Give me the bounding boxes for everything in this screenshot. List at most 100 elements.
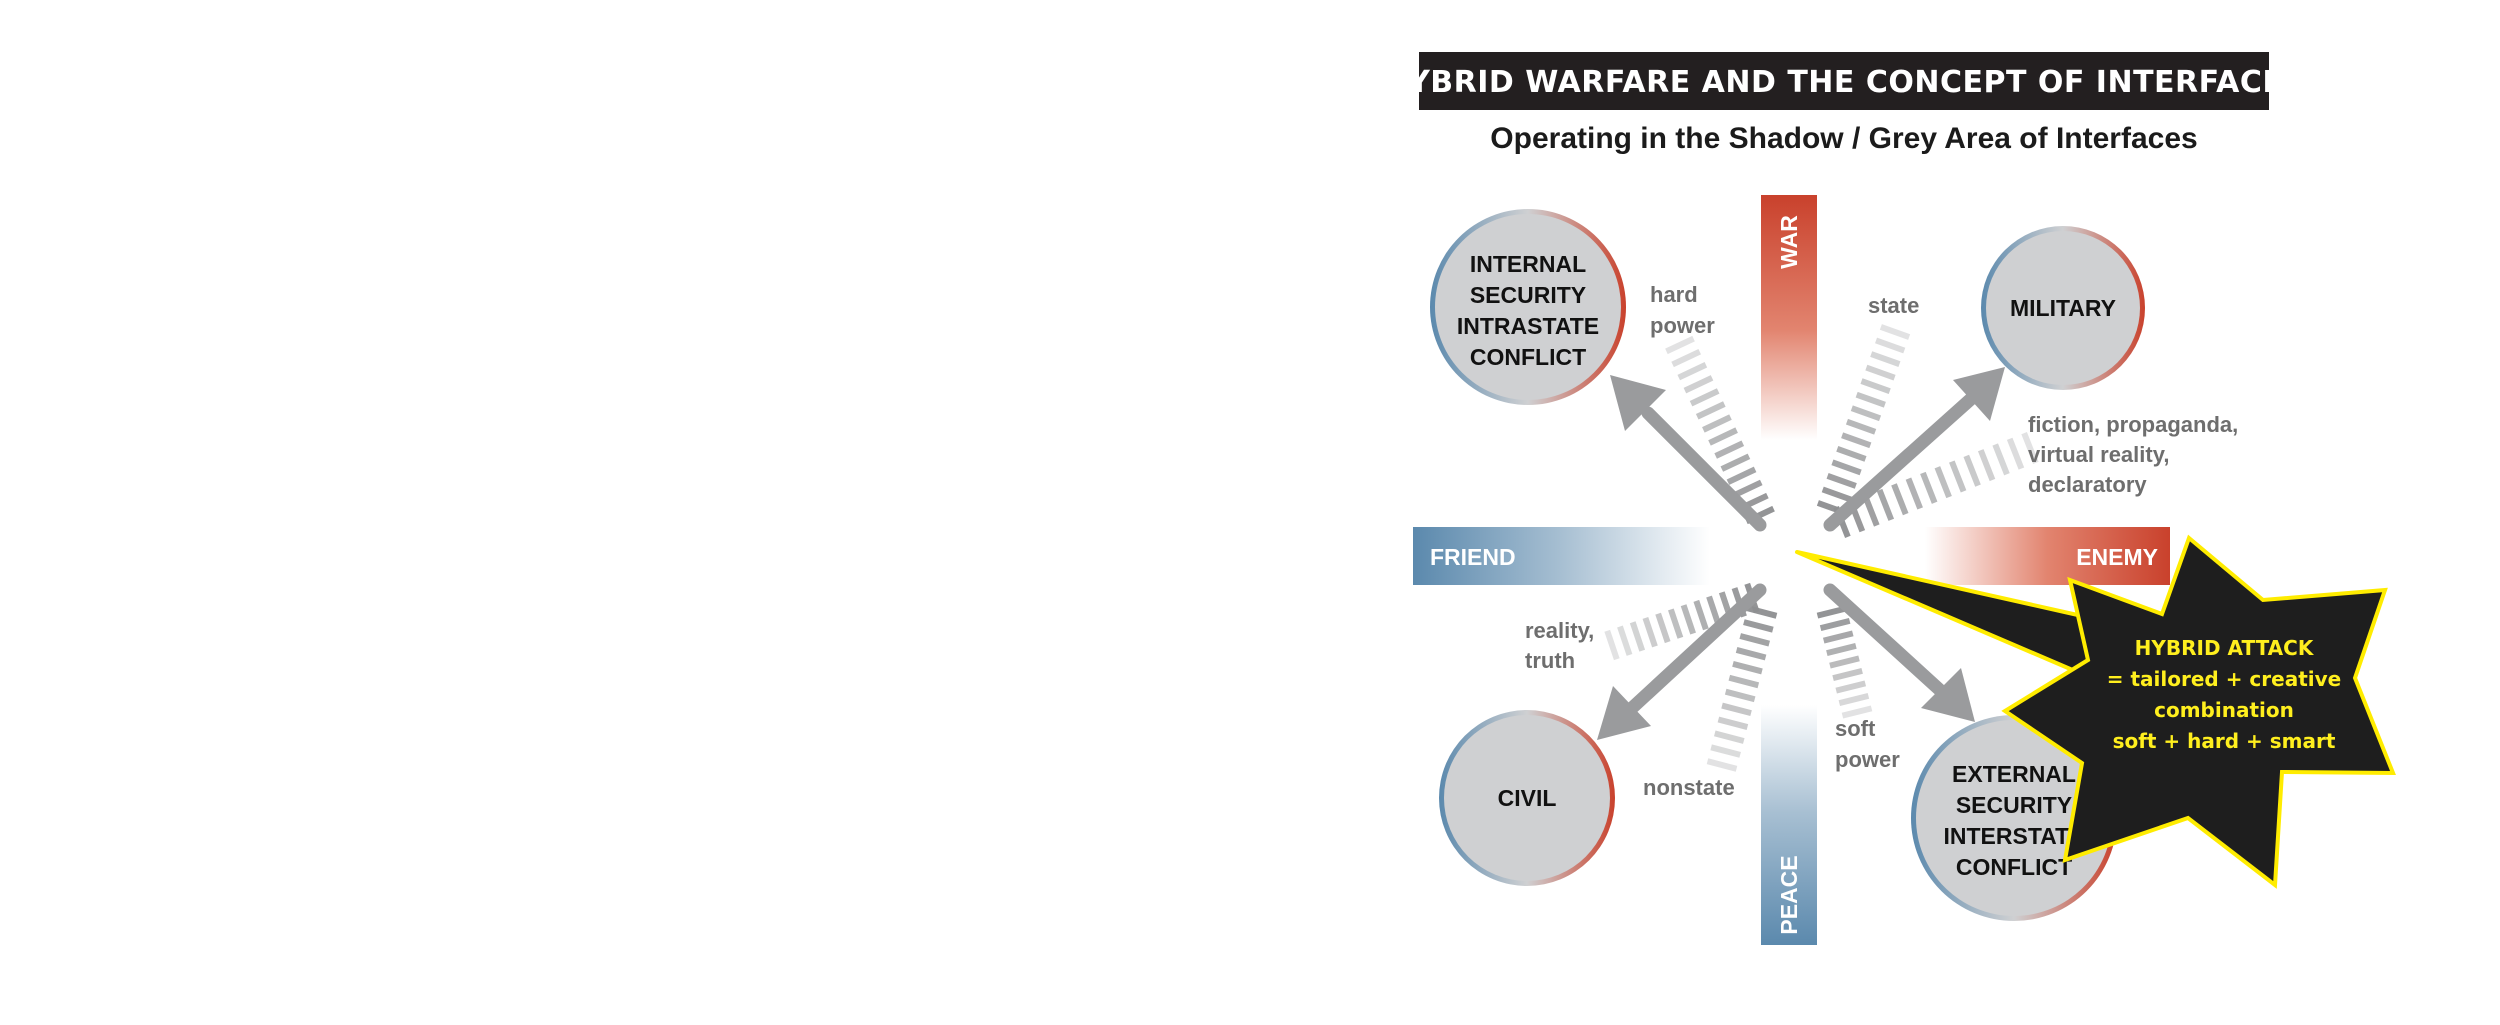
hatch-dash (1934, 466, 1952, 499)
circle-military-label: MILITARY (2010, 295, 2116, 321)
circle-military: MILITARY (1981, 226, 2145, 390)
hatch-dash (1720, 453, 1751, 472)
hatch-dash (1826, 473, 1857, 489)
hatch-dash (1992, 443, 2010, 476)
circle-internal-line4: CONFLICT (1470, 344, 1586, 370)
arrow-internal (1610, 375, 1767, 532)
hatch-dash (1746, 605, 1778, 619)
arrow-external (1823, 583, 1975, 722)
hatch-dash (1832, 667, 1863, 682)
friend-axis-label: FRIEND (1430, 544, 1516, 570)
hatch-dash (1835, 680, 1867, 694)
hatch-dash (1949, 460, 1967, 493)
peace-axis-label: PEACE (1776, 855, 1802, 934)
hatch-dash (1714, 730, 1745, 744)
hatch-nonstate (1706, 605, 1778, 772)
hatch-dash (1695, 401, 1726, 420)
hatch-bands (1604, 324, 2039, 772)
hatch-dash (1724, 688, 1756, 703)
hatch-reality (1604, 582, 1760, 661)
hatch-dash (1739, 633, 1770, 647)
hatch-dash (1726, 466, 1757, 485)
circle-external-line1: EXTERNAL (1952, 761, 2076, 787)
hatch-dash (1879, 324, 1911, 340)
war-axis-label: WAR (1776, 215, 1802, 269)
circle-internal-line2: SECURITY (1470, 282, 1586, 308)
hatch-hard-power (1665, 335, 1775, 525)
hatch-dash (1850, 405, 1882, 422)
circle-external-security: EXTERNAL SECURITY INTERSTATE CONFLICT (1911, 715, 2117, 921)
label-reality-line1: reality, (1525, 618, 1594, 643)
hatch-dash (1875, 337, 1906, 354)
hatch-fiction (1833, 432, 2039, 538)
hatch-dash (1671, 348, 1702, 368)
hatch-dash (1732, 479, 1763, 498)
hatch-dash (1604, 629, 1620, 661)
diagram-subtitle: Operating in the Shadow / Grey Area of I… (1490, 122, 2197, 155)
hatch-dash (1732, 660, 1763, 675)
hatch-dash (1831, 459, 1862, 476)
label-fiction-line2: virtual reality, (2028, 442, 2169, 467)
hatch-dash (1977, 449, 1996, 482)
hatch-dash (1836, 445, 1867, 462)
label-nonstate: nonstate (1643, 775, 1735, 800)
circle-civil: CIVIL (1439, 710, 1615, 886)
attack-line1: HYBRID ATTACK (2135, 636, 2315, 660)
attack-star (2001, 534, 2396, 889)
hatch-dash (1963, 454, 1981, 487)
hatch-dash (1876, 488, 1895, 521)
hatch-dash (1714, 440, 1745, 459)
label-hard-power-line2: power (1650, 313, 1715, 338)
hatch-soft-power (1816, 605, 1873, 719)
hatch-dash (1655, 612, 1671, 644)
hatch-dash (1865, 364, 1896, 381)
hatch-dash (1860, 378, 1891, 395)
hatch-dash (1822, 630, 1854, 644)
hatch-dash (1706, 595, 1722, 626)
hatch-dash (1905, 477, 1923, 510)
hatch-dash (1821, 486, 1852, 503)
title-bar (1419, 52, 2269, 110)
hatch-dash (1826, 642, 1857, 657)
hatch-dash (1721, 702, 1752, 717)
hatch-dash (1841, 432, 1872, 449)
hatch-dash (1816, 605, 1848, 619)
hatch-dash (2021, 432, 2039, 464)
hatch-dash (1845, 418, 1877, 435)
label-soft-power-line2: power (1835, 747, 1900, 772)
label-fiction-line1: fiction, propaganda, (2028, 412, 2238, 437)
circle-external-line3: INTERSTATE (1944, 823, 2085, 849)
hatch-dash (1710, 744, 1741, 758)
hatch-dash (1829, 655, 1860, 669)
friend-axis-bar (1413, 527, 1710, 585)
arrow-military (1823, 367, 2005, 532)
hatch-dash (1728, 674, 1760, 689)
circle-civil-label: CIVIL (1498, 785, 1557, 811)
hatch-dash (1629, 621, 1646, 652)
enemy-axis-label: ENEMY (2076, 544, 2158, 570)
circle-external-line4: CONFLICT (1956, 854, 2072, 880)
enemy-axis-bar (1925, 527, 2170, 585)
circle-internal-security: INTERNAL SECURITY INTRASTATE CONFLICT (1430, 209, 1626, 405)
label-hard-power-line1: hard (1650, 282, 1698, 307)
hatch-dash (1743, 619, 1774, 633)
hatch-dash (1693, 599, 1709, 631)
hatch-dash (1862, 494, 1880, 527)
diagram-title: HYBRID WARFARE AND THE CONCEPT OF INTERF… (1382, 65, 2305, 100)
circle-internal-line3: INTRASTATE (1457, 313, 1599, 339)
arrow-civil (1597, 583, 1767, 740)
hatch-dash (1870, 351, 1901, 367)
hatch-dash (1677, 362, 1708, 381)
label-fiction-line3: declaratory (2028, 472, 2147, 497)
hatch-dash (1683, 375, 1714, 394)
hatch-dash (1665, 335, 1695, 355)
hatch-dash (1668, 608, 1684, 639)
hatch-dash (1841, 705, 1873, 719)
hatch-dash (1617, 625, 1633, 656)
hatch-dash (1708, 427, 1738, 446)
war-axis-bar (1761, 195, 1817, 440)
hatch-dash (1838, 692, 1870, 707)
label-soft-power-line1: soft (1835, 716, 1876, 741)
